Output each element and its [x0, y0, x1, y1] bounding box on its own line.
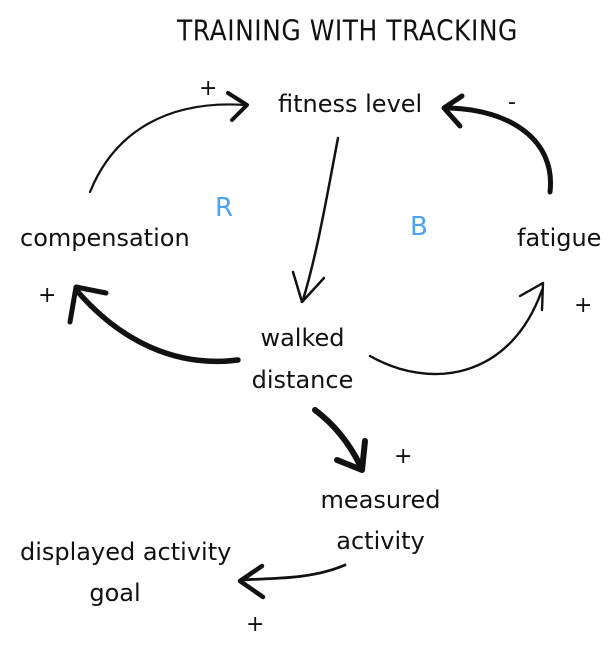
- node-displayed-goal-line2: goal: [89, 579, 141, 607]
- node-walked-distance-line1: walked: [260, 324, 345, 352]
- arrow-distance-to-compensation: [75, 289, 241, 365]
- arrowhead-fatigue-to-fitness: [441, 93, 465, 129]
- arrowhead-fitness-to-distance: [291, 270, 326, 304]
- loop-label-reinforcing: R: [215, 193, 234, 223]
- node-fitness-level: fitness level: [278, 90, 423, 118]
- node-compensation: compensation: [20, 224, 190, 252]
- polarity-compensation-to-fitness: +: [199, 76, 218, 101]
- node-measured-activity-line1: measured: [320, 486, 441, 514]
- arrow-fitness-to-distance: [301, 136, 340, 302]
- arrow-distance-to-fatigue: [368, 288, 544, 376]
- node-displayed-goal-line1: displayed activity: [20, 538, 232, 566]
- node-walked-distance-line2: distance: [251, 366, 354, 394]
- node-fatigue: fatigue: [517, 224, 602, 252]
- polarity-measured-to-goal: +: [246, 612, 265, 637]
- arrowhead-distance-to-fatigue: [518, 281, 545, 312]
- arrow-compensation-to-fitness: [88, 103, 247, 194]
- loop-label-balancing: B: [410, 212, 428, 242]
- arrowhead-distance-to-compensation: [67, 284, 109, 325]
- arrowhead-measured-to-goal: [237, 563, 266, 600]
- node-measured-activity-line2: activity: [336, 527, 425, 555]
- arrow-fatigue-to-fitness: [447, 105, 553, 195]
- arrow-measured-to-goal: [240, 563, 347, 582]
- polarity-distance-to-fatigue: +: [574, 293, 593, 318]
- polarity-fatigue-to-fitness: -: [508, 90, 516, 115]
- polarity-distance-to-compensation: +: [38, 283, 57, 308]
- polarity-distance-to-measured: +: [394, 444, 413, 469]
- arrow-distance-to-measured: [312, 407, 363, 468]
- arrowhead-distance-to-measured: [334, 438, 368, 473]
- arrowhead-compensation-to-fitness: [226, 91, 249, 122]
- diagram-title: TRAINING WITH TRACKING: [177, 13, 518, 48]
